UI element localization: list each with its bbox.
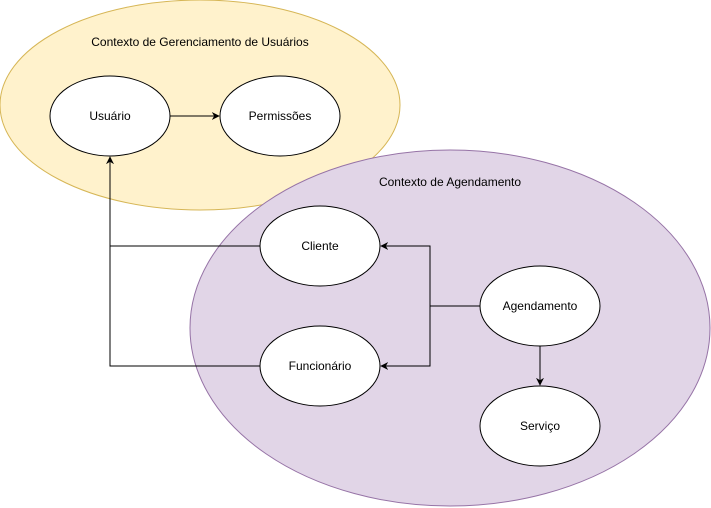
node-usuario-label: Usuário — [89, 109, 131, 123]
node-agendamento[interactable]: Agendamento — [479, 265, 601, 347]
node-servico-label: Serviço — [520, 419, 560, 433]
node-cliente[interactable]: Cliente — [259, 205, 381, 287]
scheduling-context-boundary — [189, 149, 711, 507]
edge-agendamento-to-funcionario — [380, 306, 431, 370]
user-management-context-label: Contexto de Gerenciamento de Usuários — [91, 35, 308, 49]
node-usuario[interactable]: Usuário — [49, 75, 171, 157]
user-management-context-boundary — [0, 0, 401, 211]
node-cliente-label: Cliente — [301, 239, 339, 253]
node-permissoes-shape — [219, 75, 341, 157]
node-funcionario-shape — [259, 325, 381, 407]
node-cliente-shape — [259, 205, 381, 287]
node-funcionario[interactable]: Funcionário — [259, 325, 381, 407]
node-permissoes[interactable]: Permissões — [219, 75, 341, 157]
node-agendamento-shape — [479, 265, 601, 347]
node-funcionario-label: Funcionário — [289, 359, 352, 373]
edge-agendamento-to-cliente — [380, 242, 480, 307]
scheduling-context-label: Contexto de Agendamento — [379, 175, 521, 189]
node-servico[interactable]: Serviço — [479, 385, 601, 467]
node-agendamento-label: Agendamento — [503, 299, 578, 313]
edge-funcionario-to-usuario — [109, 246, 260, 367]
node-permissoes-label: Permissões — [249, 109, 312, 123]
node-usuario-shape — [49, 75, 171, 157]
node-servico-shape — [479, 385, 601, 467]
